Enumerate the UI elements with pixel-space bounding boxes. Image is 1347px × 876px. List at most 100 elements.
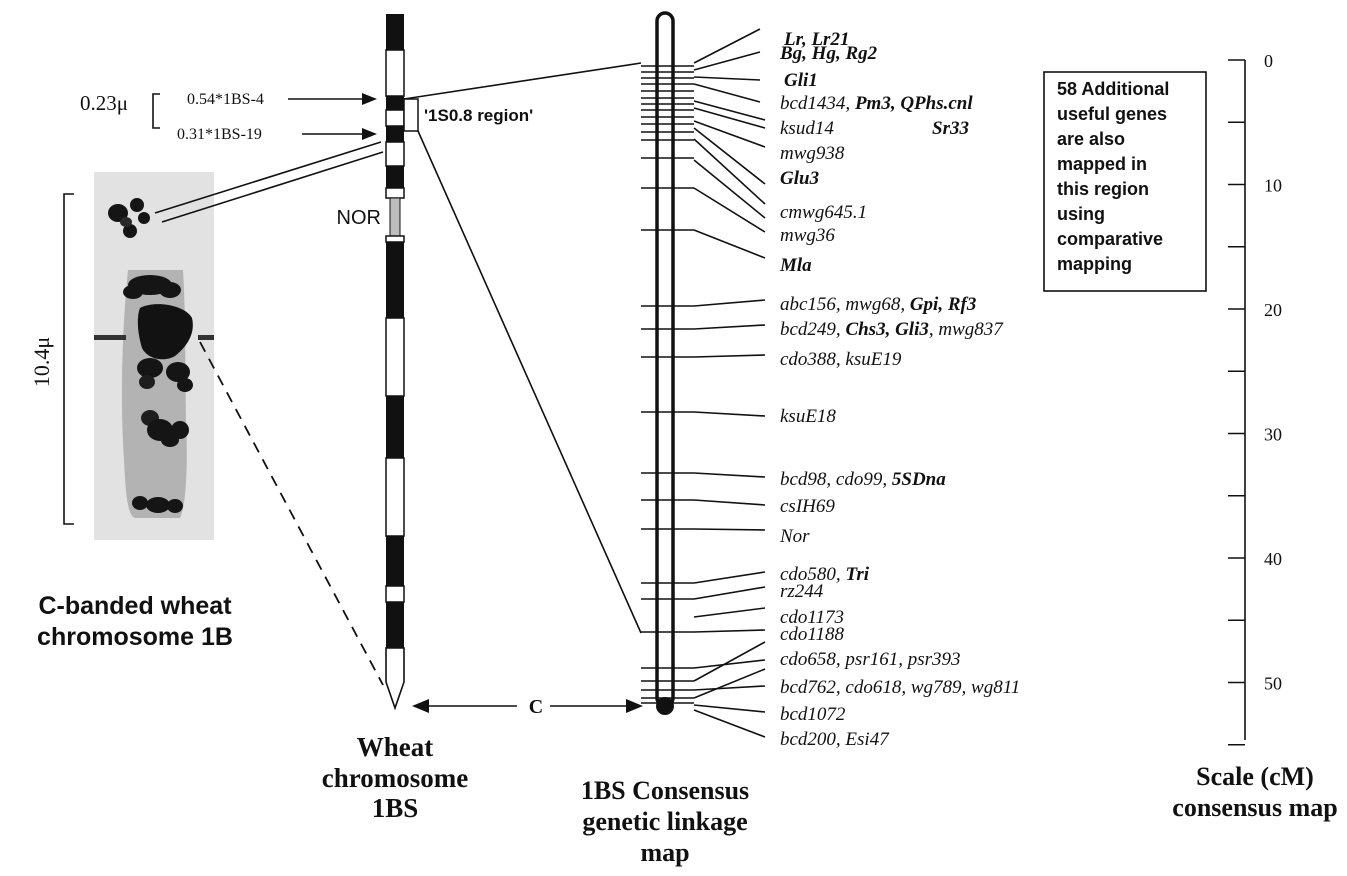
- marker-name: mwg36: [780, 225, 835, 246]
- locus-leader: [693, 229, 766, 259]
- marker-name: cdo388, ksuE19: [780, 349, 902, 370]
- gene-name-bold: Tri: [845, 564, 869, 585]
- marker-name: rz244: [780, 581, 824, 602]
- chromosome-title-line3: 1BS: [372, 793, 419, 823]
- centromere-label: C: [529, 696, 543, 718]
- marker-name: abc156, mwg68,: [780, 294, 910, 315]
- marker-name: Nor: [779, 526, 810, 547]
- locus-label: Glu3: [780, 168, 819, 189]
- note-line: 58 Additional: [1057, 79, 1169, 99]
- map-title-line3: map: [640, 838, 689, 867]
- marker-name: cdo1188: [780, 624, 845, 645]
- photo-title-line1: C-banded wheat: [38, 592, 232, 620]
- c-banded-photo: [94, 172, 214, 540]
- note-text: 58 Additional useful genes are also mapped …: [1057, 79, 1169, 274]
- linkage-map-ticks: [641, 65, 694, 704]
- marker-name: ksuE18: [780, 406, 836, 427]
- locus-leader: [693, 138, 766, 205]
- locus-leader: [693, 668, 766, 699]
- note-line: useful genes: [1057, 104, 1167, 124]
- map-title-line1: 1BS Consensus: [581, 776, 749, 805]
- scale-tick-label: 30: [1264, 425, 1282, 445]
- chromosome-title-line1: Wheat: [357, 732, 434, 762]
- note-line: using: [1057, 204, 1105, 224]
- scale-tick-label: 50: [1264, 674, 1282, 694]
- locus-leader: [693, 528, 766, 531]
- region-marker: [403, 98, 419, 132]
- gene-name-bold: Pm3, QPhs.cnl: [854, 93, 973, 114]
- gene-name-bold: 5SDna: [892, 469, 946, 490]
- locus-leader: [693, 187, 766, 233]
- locus-label: Nor: [779, 526, 810, 547]
- marker-name: ksud14: [780, 118, 834, 139]
- nor-constriction: [389, 197, 401, 237]
- locus-label: Sr33: [932, 118, 969, 139]
- locus-label: rz244: [780, 581, 824, 602]
- locus-leader: [693, 299, 766, 307]
- region-label: '1S0.8 region': [424, 106, 533, 125]
- locus-leader: [693, 411, 766, 417]
- locus-leader: [693, 472, 766, 478]
- locus-label: ksud14: [780, 118, 834, 139]
- locus-label: cdo1173: [780, 607, 844, 628]
- gene-name-bold: Sr33: [932, 118, 969, 139]
- marker-name: bcd1434,: [780, 93, 855, 114]
- scale-title-line2: consensus map: [1172, 793, 1337, 822]
- deletion-bracket: [152, 93, 160, 129]
- locus-leader: [693, 51, 761, 71]
- locus-leader: [693, 499, 766, 506]
- locus-leader: [693, 607, 766, 618]
- locus-leader: [693, 127, 766, 185]
- locus-label: cdo388, ksuE19: [780, 349, 902, 370]
- locus-label: Mla: [779, 255, 812, 276]
- locus-label: bcd1434, Pm3, QPhs.cnl: [780, 93, 973, 114]
- wheat-chromosome-1bs: [385, 14, 405, 711]
- locus-label: mwg36: [780, 225, 835, 246]
- note-line: mapping: [1057, 254, 1132, 274]
- locus-leader: [693, 704, 766, 713]
- locus-leader: [693, 76, 761, 81]
- note-box: [1043, 71, 1207, 292]
- centromere-arrows: [412, 699, 643, 713]
- marker-name: bcd249,: [780, 319, 845, 340]
- scale-tick-label: 10: [1264, 176, 1282, 196]
- note-line: mapped in: [1057, 154, 1147, 174]
- marker-name: mwg938: [780, 143, 845, 164]
- locus-label: abc156, mwg68, Gpi, Rf3: [780, 294, 976, 315]
- locus-label: bcd98, cdo99, 5SDna: [780, 469, 946, 490]
- locus-label: cdo580, Tri: [780, 564, 870, 585]
- locus-leader: [693, 324, 766, 330]
- marker-name: bcd98, cdo99,: [780, 469, 892, 490]
- marker-name: cmwg645.1: [780, 202, 867, 223]
- note-line: are also: [1057, 129, 1125, 149]
- locus-leader: [693, 107, 766, 129]
- size-bracket: [63, 193, 74, 525]
- gene-name-bold: Glu3: [780, 168, 819, 189]
- marker-name: cdo1173: [780, 607, 844, 628]
- marker-name: bcd200, Esi47: [780, 729, 890, 750]
- gene-name-bold: Chs3, Gli3: [845, 319, 928, 340]
- locus-label: ksuE18: [780, 406, 836, 427]
- marker-name: bcd762, cdo618, wg789, wg811: [780, 677, 1020, 698]
- gene-name-bold: Gli1: [784, 70, 818, 91]
- photo-to-chromosome-connectors: [154, 141, 384, 686]
- gene-name-bold: Mla: [779, 255, 812, 276]
- gene-name-bold: Bg, Hg, Rg2: [779, 43, 878, 64]
- scale-tick-label: 0: [1264, 51, 1273, 71]
- locus-label: cmwg645.1: [780, 202, 867, 223]
- deletion-arrows: [288, 93, 377, 140]
- locus-leader: [693, 586, 766, 600]
- locus-leader: [693, 100, 766, 121]
- photo-title-line2: chromosome 1B: [37, 623, 233, 651]
- locus-leader: [693, 629, 766, 633]
- locus-leader: [693, 159, 766, 219]
- locus-label: csIH69: [780, 496, 835, 517]
- note-line: this region: [1057, 179, 1149, 199]
- gene-name-bold: Gpi, Rf3: [910, 294, 977, 315]
- scale-tick-label: 20: [1264, 300, 1282, 320]
- locus-leader: [693, 28, 761, 64]
- locus-label: bcd1072: [780, 704, 846, 725]
- locus-leader: [693, 354, 766, 358]
- locus-leader: [693, 709, 766, 738]
- gene-name-bold: Lr, Lr21: [783, 29, 849, 50]
